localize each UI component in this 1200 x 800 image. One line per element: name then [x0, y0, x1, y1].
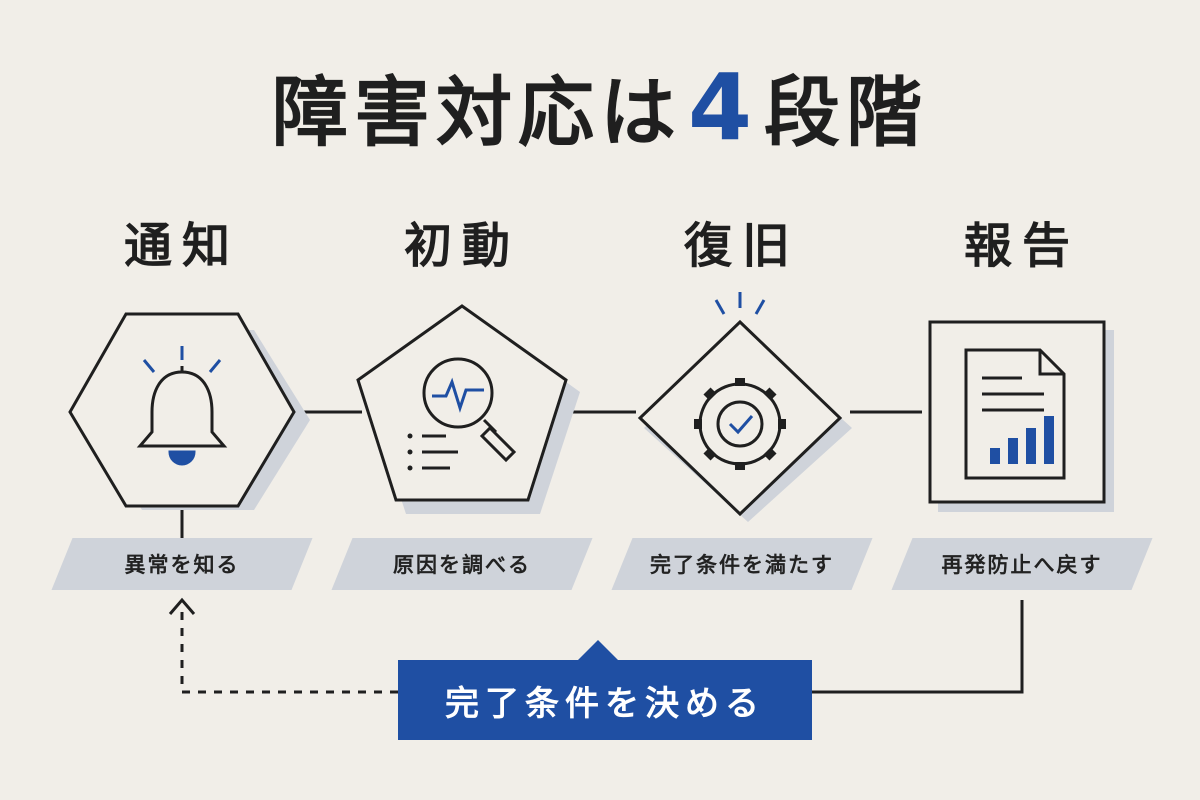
title-suffix: 段階: [764, 68, 928, 157]
define-completion-criteria-banner: 完了条件を決める: [398, 660, 812, 740]
step-label-recover: 完了条件を満たす: [611, 538, 873, 590]
step-shape-recover: [637, 319, 852, 522]
gear-check-icon: [694, 292, 786, 470]
step-shape-notify: [68, 312, 310, 510]
title-main: 障害対応は: [271, 68, 682, 157]
step-shape-initial: [356, 304, 580, 514]
bell-icon: [136, 346, 228, 466]
step-label-notify: 異常を知る: [51, 538, 313, 590]
step-label-report: 再発防止へ戻す: [891, 538, 1153, 590]
step-title-notify: 通知: [123, 218, 240, 274]
arrowhead-up: [168, 597, 196, 615]
step-label-initial: 原因を調べる: [331, 538, 593, 590]
page-title: 障害対応は4段階: [0, 62, 1200, 154]
loop-right-dashed: [812, 600, 1024, 694]
step-title-report: 報告: [963, 218, 1080, 274]
step-title-recover: 復旧: [683, 218, 800, 274]
step-title-initial: 初動: [403, 218, 520, 274]
magnifier-icon: [407, 357, 517, 471]
cta-notch: [576, 640, 620, 662]
title-number: 4: [687, 54, 758, 161]
report-chart-icon: [964, 348, 1066, 480]
